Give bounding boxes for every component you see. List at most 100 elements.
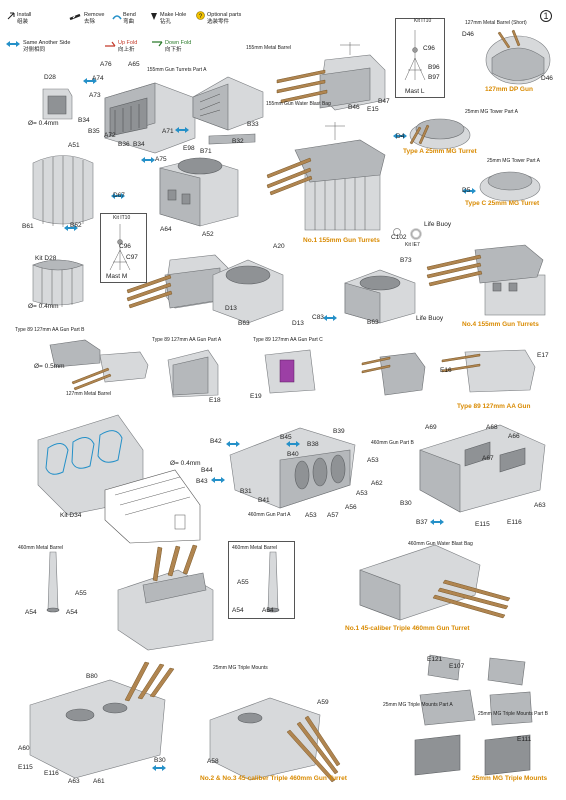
type-a-mg-drawing [409, 118, 471, 150]
label: A54 [232, 607, 244, 614]
d28-part-drawing [42, 88, 73, 120]
label: B47 [378, 98, 390, 105]
label: E116 [44, 770, 59, 777]
label: 25mm MG Triple Mounts Part A [383, 702, 453, 708]
label: C102 [391, 234, 407, 241]
label: C83 [312, 314, 324, 321]
label: A68 [486, 424, 498, 431]
label: B61 [22, 223, 34, 230]
label: B97 [428, 74, 440, 81]
type89-part-c-drawing [264, 349, 316, 394]
up-fold-icon [105, 41, 116, 47]
label: B62 [70, 222, 82, 229]
label: A71 [162, 128, 174, 135]
bend-icon [112, 15, 122, 20]
label: A54 [25, 609, 37, 616]
label: B40 [287, 451, 299, 458]
optional-parts-icon: ? [196, 11, 205, 20]
label: Kit IT10 [414, 18, 432, 24]
label: B96 [428, 64, 440, 71]
label: B34 [133, 141, 145, 148]
title-no1-155: No.1 155mm Gun Turrets [303, 237, 380, 244]
barrel460-box-right [228, 541, 295, 619]
label: 25mm MG Tower Part A [487, 158, 540, 164]
label: B46 [348, 104, 360, 111]
label: E111 [517, 736, 532, 743]
label: A56 [345, 504, 357, 511]
label: 155mm Gun Water Blast Bag [266, 101, 331, 107]
label: E115 [475, 521, 490, 528]
label: B33 [247, 121, 259, 128]
label: B42 [210, 438, 222, 445]
label: 460mm Metal Barrel [18, 545, 64, 551]
label: Ø= 0.5mm [34, 363, 65, 370]
life-buoy-icon [410, 228, 422, 240]
label: E16 [440, 367, 452, 374]
label: Kit D34 [60, 512, 82, 519]
gun460-front-drawing [104, 469, 201, 544]
gun155-top-assembly-drawing [276, 42, 386, 111]
down-fold-icon [152, 41, 163, 47]
no1-gun155-assembly-drawing [266, 122, 386, 231]
label: B30 [154, 757, 166, 764]
label: Type 89 127mm AA Gun Part A [152, 337, 222, 343]
same-side-arrow [211, 477, 225, 483]
title-dp-gun: 127mm DP Gun [485, 86, 533, 93]
same-side-arrow [430, 519, 444, 525]
page-number: 1 [540, 10, 552, 22]
label: B38 [307, 441, 319, 448]
same-side-arrow [462, 188, 476, 194]
mg-triple-mounts-drawing [414, 654, 533, 776]
mast-l-drawing [404, 30, 426, 81]
label: B44 [201, 467, 213, 474]
label: A53 [305, 512, 317, 519]
label: Ø= 0.4mm [28, 303, 59, 310]
label: B39 [333, 428, 345, 435]
label: Kit D28 [35, 255, 57, 262]
label: A53 [367, 457, 379, 464]
gun155-base-box-drawing [159, 157, 239, 227]
label: B36 [118, 141, 130, 148]
label: A54 [66, 609, 78, 616]
make-hole-icon [151, 13, 157, 20]
label: Ø= 0.4mm [170, 460, 201, 467]
label: B31 [240, 488, 252, 495]
label: A73 [89, 92, 101, 99]
label: A61 [93, 778, 105, 785]
svg-text:?: ? [199, 14, 203, 20]
label: Mast M [106, 273, 128, 280]
type-c-mg-drawing [479, 171, 541, 202]
label: D46 [462, 31, 474, 38]
type89-assembly-drawing [361, 352, 426, 396]
same-side-arrow [111, 193, 125, 199]
label: B41 [258, 497, 270, 504]
label: A75 [155, 156, 167, 163]
kit-it10-box-mid [100, 213, 147, 283]
label: E18 [209, 397, 221, 404]
title-type-c-mg: Type C 25mm MG Turret [465, 200, 540, 207]
label: A52 [202, 231, 214, 238]
label: 460mm Gun Part A [248, 512, 291, 518]
remove-icon [69, 13, 81, 21]
label: D67 [113, 192, 125, 199]
dp-gun-drawing [485, 29, 551, 85]
label: A54 [262, 607, 274, 614]
label: Life Buoy [424, 221, 452, 228]
gun155-turret-a-drawing [104, 82, 196, 154]
same-side-arrow [83, 78, 97, 84]
label: 460mm Gun Water Blast Bag [408, 541, 473, 547]
label: Ø= 0.4mm [28, 120, 59, 127]
label: Kit IT10 [113, 215, 131, 221]
label: B63 [238, 320, 250, 327]
label: D13 [225, 305, 237, 312]
label: B35 [88, 128, 100, 135]
title-no1-460: No.1 45-caliber Triple 460mm Gun Turret [345, 625, 470, 632]
no4-gun155-drawing [426, 244, 546, 316]
label: B32 [232, 138, 244, 145]
install-icon [7, 12, 15, 20]
